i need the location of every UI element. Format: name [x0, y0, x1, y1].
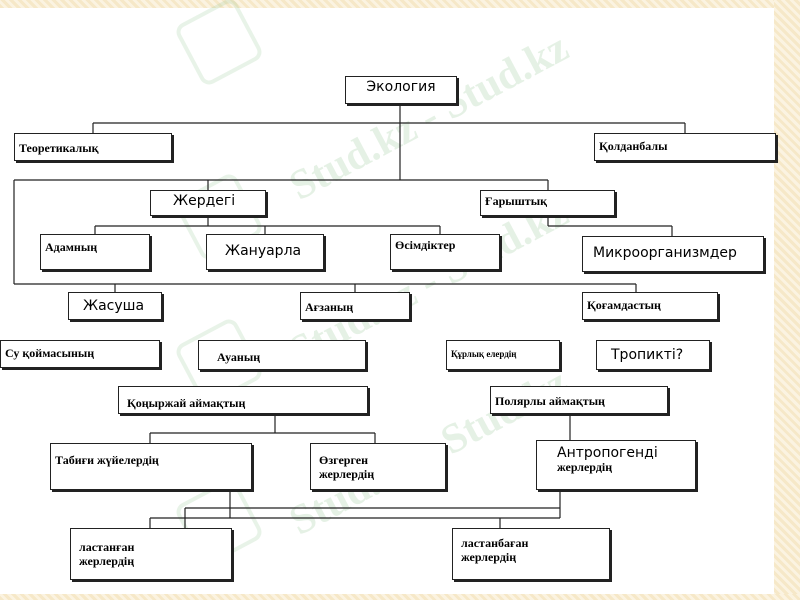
slide-frame-top — [0, 0, 800, 8]
node-label: Ағзаның — [305, 300, 354, 314]
diagram-canvas: Stud.kz - Stud.kz Stud.kz - Stud.kz Stud… — [0, 0, 776, 594]
node-label: Жердегі — [173, 193, 236, 209]
node-label: Теоретикалық — [19, 141, 99, 155]
node-zhasusha: Жасуша — [68, 292, 162, 320]
node-kurlyk-elderdin: Құрлық елердің — [446, 340, 560, 370]
node-konyrzhai: Қоңыржай аймақтың — [118, 386, 368, 414]
node-auanyn: Ауаның — [198, 340, 366, 370]
node-ozgergen: Өзгерген жерлердің — [310, 443, 446, 490]
node-label-line2: жерлердің — [461, 549, 517, 564]
node-ekologiya: Экология — [345, 76, 457, 104]
node-lastangan: ластанған жерлердің — [70, 528, 232, 580]
node-mikroorganizmder: Микроорганизмдер — [582, 236, 764, 272]
node-label-line1: ластанған — [79, 540, 135, 554]
connector-lines — [13, 104, 686, 528]
node-kogamdastyn: Қоғамдастың — [582, 292, 718, 320]
node-tabigi: Табиғи жүйелердің — [50, 443, 252, 490]
node-zherdegi: Жердегі — [150, 190, 266, 216]
node-garyshtyk: Ғарыштық — [480, 190, 615, 216]
node-lastanbagan: ластанбаған жерлердің — [452, 528, 610, 580]
node-agzanyn: Ағзаның — [300, 292, 410, 320]
node-label-line2: жерлердің — [557, 460, 613, 475]
node-label: Адамның — [45, 240, 98, 254]
node-zhanuarla: Жануарла — [206, 234, 324, 270]
slide-frame-bottom — [0, 594, 800, 600]
node-polyarly: Полярлы аймақтың — [490, 386, 668, 414]
node-label: Қолданбалы — [599, 139, 668, 153]
node-label: Қоңыржай аймақтың — [127, 396, 246, 410]
node-su-koimasynyn: Су қоймасының — [0, 340, 160, 368]
node-osimdikter: Өсімдіктер — [390, 234, 500, 270]
node-label-line1: ластанбаған — [461, 536, 529, 550]
node-teoretikalyk: Теоретикалық — [14, 133, 172, 161]
node-label-line2: жерлердің — [319, 466, 375, 481]
node-label-line2: жерлердің — [79, 553, 135, 568]
node-label: Жануарла — [225, 243, 302, 259]
node-label: Табиғи жүйелердің — [55, 453, 159, 467]
node-label: Микроорганизмдер — [593, 245, 737, 261]
node-label: Экология — [366, 79, 436, 95]
node-label-line1: Өзгерген — [319, 453, 368, 467]
node-label: Құрлық елердің — [451, 349, 517, 359]
node-label: Полярлы аймақтың — [495, 394, 605, 408]
node-label-line1: Антропогенді — [557, 445, 658, 461]
node-adamnyn: Адамның — [40, 234, 150, 270]
node-label: Ғарыштық — [485, 194, 547, 208]
node-label: Су қоймасының — [5, 346, 95, 360]
node-antropogendi: Антропогенді жерлердің — [536, 440, 696, 490]
node-label: Тропикті? — [611, 347, 684, 363]
node-koldanbaly: Қолданбалы — [594, 133, 776, 161]
node-label: Өсімдіктер — [395, 238, 456, 252]
node-label: Жасуша — [83, 298, 145, 314]
node-label: Ауаның — [217, 350, 261, 364]
node-tropikti: Тропикті? — [596, 340, 710, 370]
slide-frame-right — [774, 0, 800, 600]
node-label: Қоғамдастың — [587, 298, 661, 312]
